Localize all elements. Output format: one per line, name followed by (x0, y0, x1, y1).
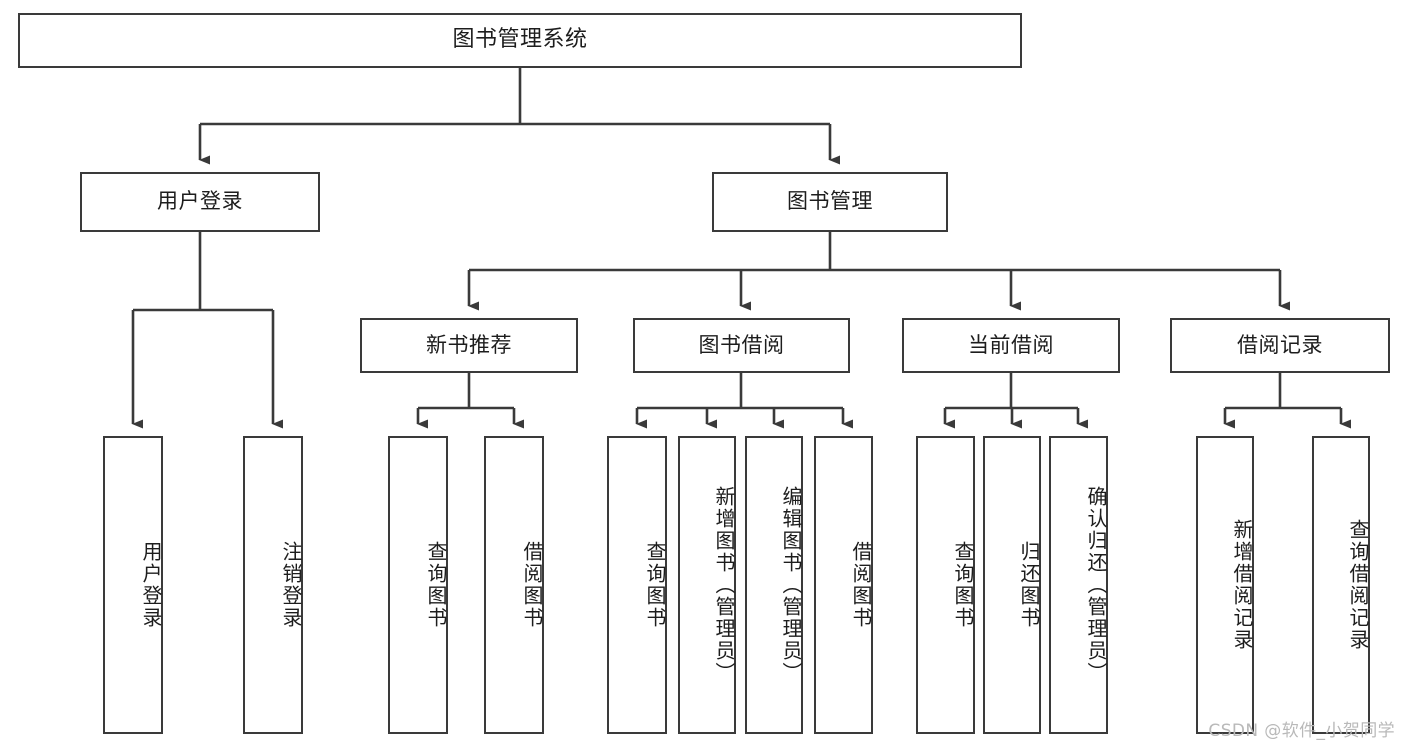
leaf-add-borrow-record[interactable]: 新增借阅记录 (1196, 436, 1254, 734)
node-current-borrow[interactable]: 当前借阅 (902, 318, 1120, 373)
node-book-borrow[interactable]: 图书借阅 (633, 318, 850, 373)
leaf-user-login[interactable]: 用户登录 (103, 436, 163, 734)
node-borrow-record[interactable]: 借阅记录 (1170, 318, 1390, 373)
leaf-add-book-admin[interactable]: 新增图书（管理员） (678, 436, 736, 734)
leaf-borrow-book-newbooks[interactable]: 借阅图书 (484, 436, 544, 734)
leaf-query-book-current[interactable]: 查询图书 (916, 436, 975, 734)
leaf-query-borrow-record[interactable]: 查询借阅记录 (1312, 436, 1370, 734)
node-new-book-recommend[interactable]: 新书推荐 (360, 318, 578, 373)
node-user-login[interactable]: 用户登录 (80, 172, 320, 232)
leaf-confirm-return-admin[interactable]: 确认归还（管理员） (1049, 436, 1108, 734)
node-root-system[interactable]: 图书管理系统 (18, 13, 1022, 68)
leaf-query-book-borrow[interactable]: 查询图书 (607, 436, 667, 734)
leaf-logout[interactable]: 注销登录 (243, 436, 303, 734)
leaf-query-book-newbooks[interactable]: 查询图书 (388, 436, 448, 734)
node-book-management[interactable]: 图书管理 (712, 172, 948, 232)
leaf-return-book[interactable]: 归还图书 (983, 436, 1041, 734)
leaf-borrow-book-borrow[interactable]: 借阅图书 (814, 436, 873, 734)
csdn-watermark: CSDN @软件_小贺同学 (1208, 721, 1395, 741)
leaf-edit-book-admin[interactable]: 编辑图书（管理员） (745, 436, 803, 734)
